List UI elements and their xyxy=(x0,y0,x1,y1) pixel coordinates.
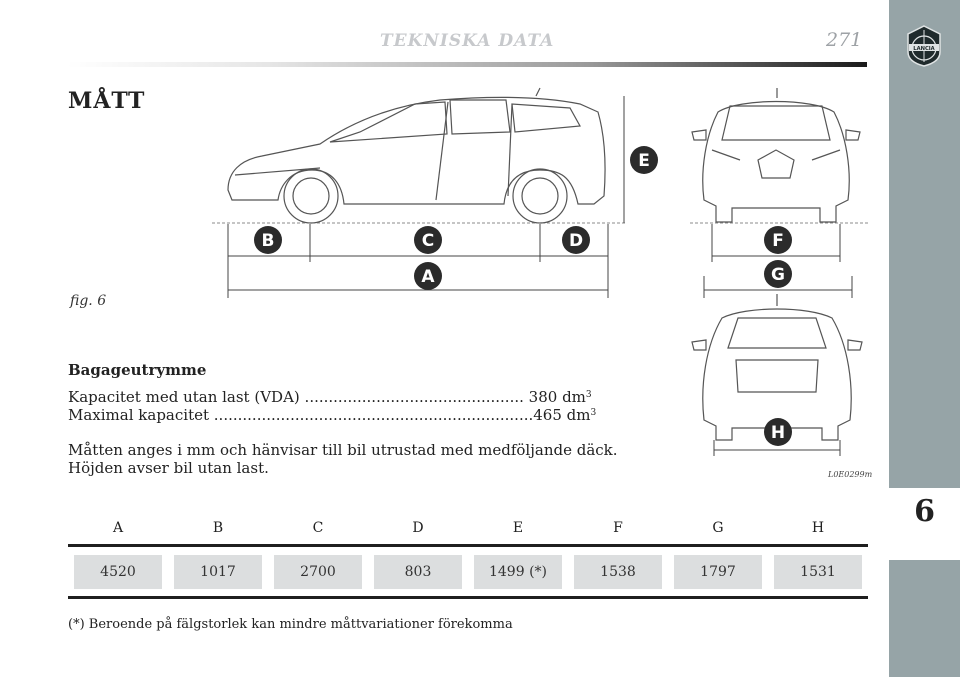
lancia-logo-icon: LANCIA xyxy=(907,25,941,67)
table-cell-d: 803 xyxy=(374,555,462,589)
table-cell-c: 2700 xyxy=(274,555,362,589)
section-title: TEKNISKA DATA xyxy=(380,31,555,51)
label-h: H xyxy=(771,423,785,443)
luggage-heading: Bagageutrymme xyxy=(68,361,207,379)
rear-wheel xyxy=(512,168,568,224)
table-cell-e: 1499 (*) xyxy=(474,555,562,589)
table-cell-g: 1797 xyxy=(674,555,762,589)
car-side-outline xyxy=(227,96,606,205)
note-line-1: Måtten anges i mm och hänvisar till bil … xyxy=(68,441,618,459)
chapter-sidebar: LANCIA 6 xyxy=(889,0,960,677)
dimension-lines xyxy=(227,96,853,456)
table-header-c: C xyxy=(312,520,324,536)
chapter-number: 6 xyxy=(914,494,935,529)
header-rule xyxy=(67,62,867,67)
note-line-2: Höjden avser bil utan last. xyxy=(68,459,269,477)
label-a: A xyxy=(421,267,435,287)
table-header-a: A xyxy=(112,520,124,536)
car-front-outline xyxy=(702,100,850,223)
table-rule-bottom xyxy=(68,596,868,599)
front-wheel xyxy=(283,168,339,224)
table-rule-top xyxy=(68,544,868,547)
luggage-vda-line: Kapacitet med utan last (VDA) ..........… xyxy=(68,388,592,406)
luggage-max-line: Maximal kapacitet ......................… xyxy=(68,406,596,424)
vda-label: Kapacitet med utan last (VDA) xyxy=(68,388,300,406)
max-value: 465 dm xyxy=(533,406,591,424)
table-cell-h: 1531 xyxy=(774,555,862,589)
vda-dots: ........................................… xyxy=(304,388,524,406)
table-header-row: A B C D E F G H xyxy=(68,520,868,542)
page-number: 271 xyxy=(826,29,863,51)
label-d: D xyxy=(569,231,583,251)
table-value-row: 4520 1017 2700 803 1499 (*) 1538 1797 15… xyxy=(68,555,868,589)
footnote: (*) Beroende på fälgstorlek kan mindre m… xyxy=(68,617,513,632)
figure-code: L0E0299m xyxy=(828,470,873,479)
label-f: F xyxy=(772,231,784,251)
logo-text: LANCIA xyxy=(913,46,934,52)
table-header-d: D xyxy=(412,520,424,536)
table-cell-f: 1538 xyxy=(574,555,662,589)
label-c: C xyxy=(422,231,434,251)
table-header-g: G xyxy=(712,520,724,536)
chapter-tab[interactable] xyxy=(889,488,960,560)
dimensions-table: A B C D E F G H 4520 1017 2700 803 1499 … xyxy=(68,520,868,599)
table-header-e: E xyxy=(512,520,524,536)
table-header-b: B xyxy=(212,520,224,536)
label-e: E xyxy=(638,151,650,171)
label-g: G xyxy=(771,265,785,285)
vda-unit-exp: 3 xyxy=(585,390,592,400)
page-title: MÅTT xyxy=(68,88,146,114)
dimension-figure: A B C D E F G H xyxy=(212,87,868,456)
figure-caption: fig. 6 xyxy=(70,293,107,309)
max-label: Maximal kapacitet xyxy=(68,406,209,424)
table-header-f: F xyxy=(613,520,623,536)
max-dots: ........................................… xyxy=(213,406,534,424)
car-rear-outline xyxy=(702,308,852,441)
vda-value: 380 dm xyxy=(528,388,586,406)
table-header-h: H xyxy=(811,520,825,536)
table-cell-b: 1017 xyxy=(174,555,262,589)
label-b: B xyxy=(262,231,275,251)
max-unit-exp: 3 xyxy=(590,408,597,418)
table-cell-a: 4520 xyxy=(74,555,162,589)
